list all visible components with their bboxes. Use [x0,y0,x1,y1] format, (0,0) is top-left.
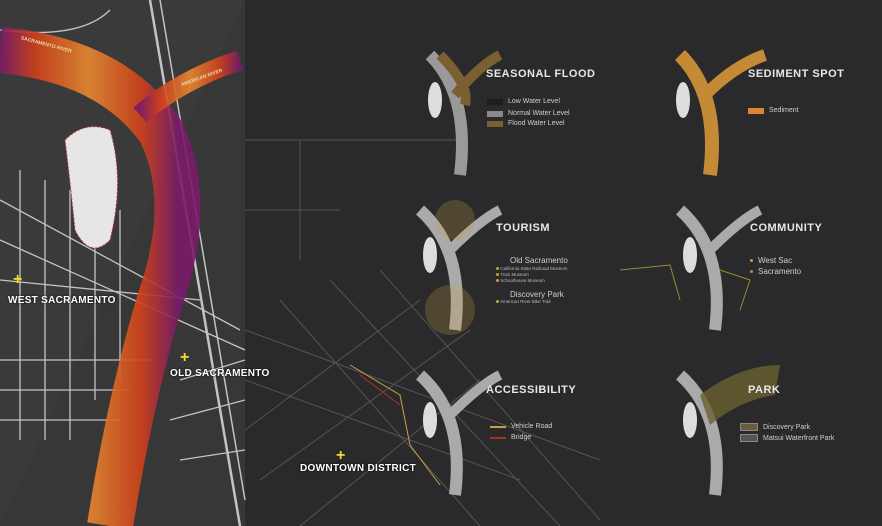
legend-item: Matsui Waterfront Park [740,434,834,442]
legend-item: Discovery Park [740,423,810,431]
seasonal-flood-title: SEASONAL FLOOD [486,68,596,80]
legend-item: Sediment [748,107,799,114]
sediment-spot-title: SEDIMENT SPOT [748,68,845,80]
tourism-item: American River Bike Trail [496,299,551,305]
tourism-title: TOURISM [496,222,551,234]
island [64,126,118,249]
american-river [133,50,244,123]
legend-item: Sacramento [750,267,801,276]
old-sacramento-label: OLD SACRAMENTO [170,368,270,379]
sacramento-river [0,27,201,526]
tourism-group-discovery-park: Discovery Park [510,290,564,299]
legend-item: Vehicle Road [490,423,552,430]
legend-item: Normal Water Level [487,110,570,117]
downtown-label: DOWNTOWN DISTRICT [300,463,417,474]
legend-item: Bridge [490,434,531,441]
streets-right [244,139,601,526]
park-title: PARK [748,384,781,396]
location-marker-icon: + [336,447,346,464]
accessibility-title: ACCESSIBILITY [486,384,577,396]
tourism-group-old-sacramento: Old Sacramento [510,256,568,265]
mini-maps [349,49,780,496]
legend-item: Low Water Level [487,98,560,105]
legend-item: Flood Water Level [487,120,565,127]
community-title: COMMUNITY [750,222,823,234]
location-marker-icon: + [13,271,23,288]
location-marker-icon: + [180,349,190,366]
tourism-items-list: California State Railroad Museum Train M… [496,266,568,284]
legend-item: West Sac [750,256,792,265]
west-sacramento-label: WEST SACRAMENTO [8,295,116,306]
